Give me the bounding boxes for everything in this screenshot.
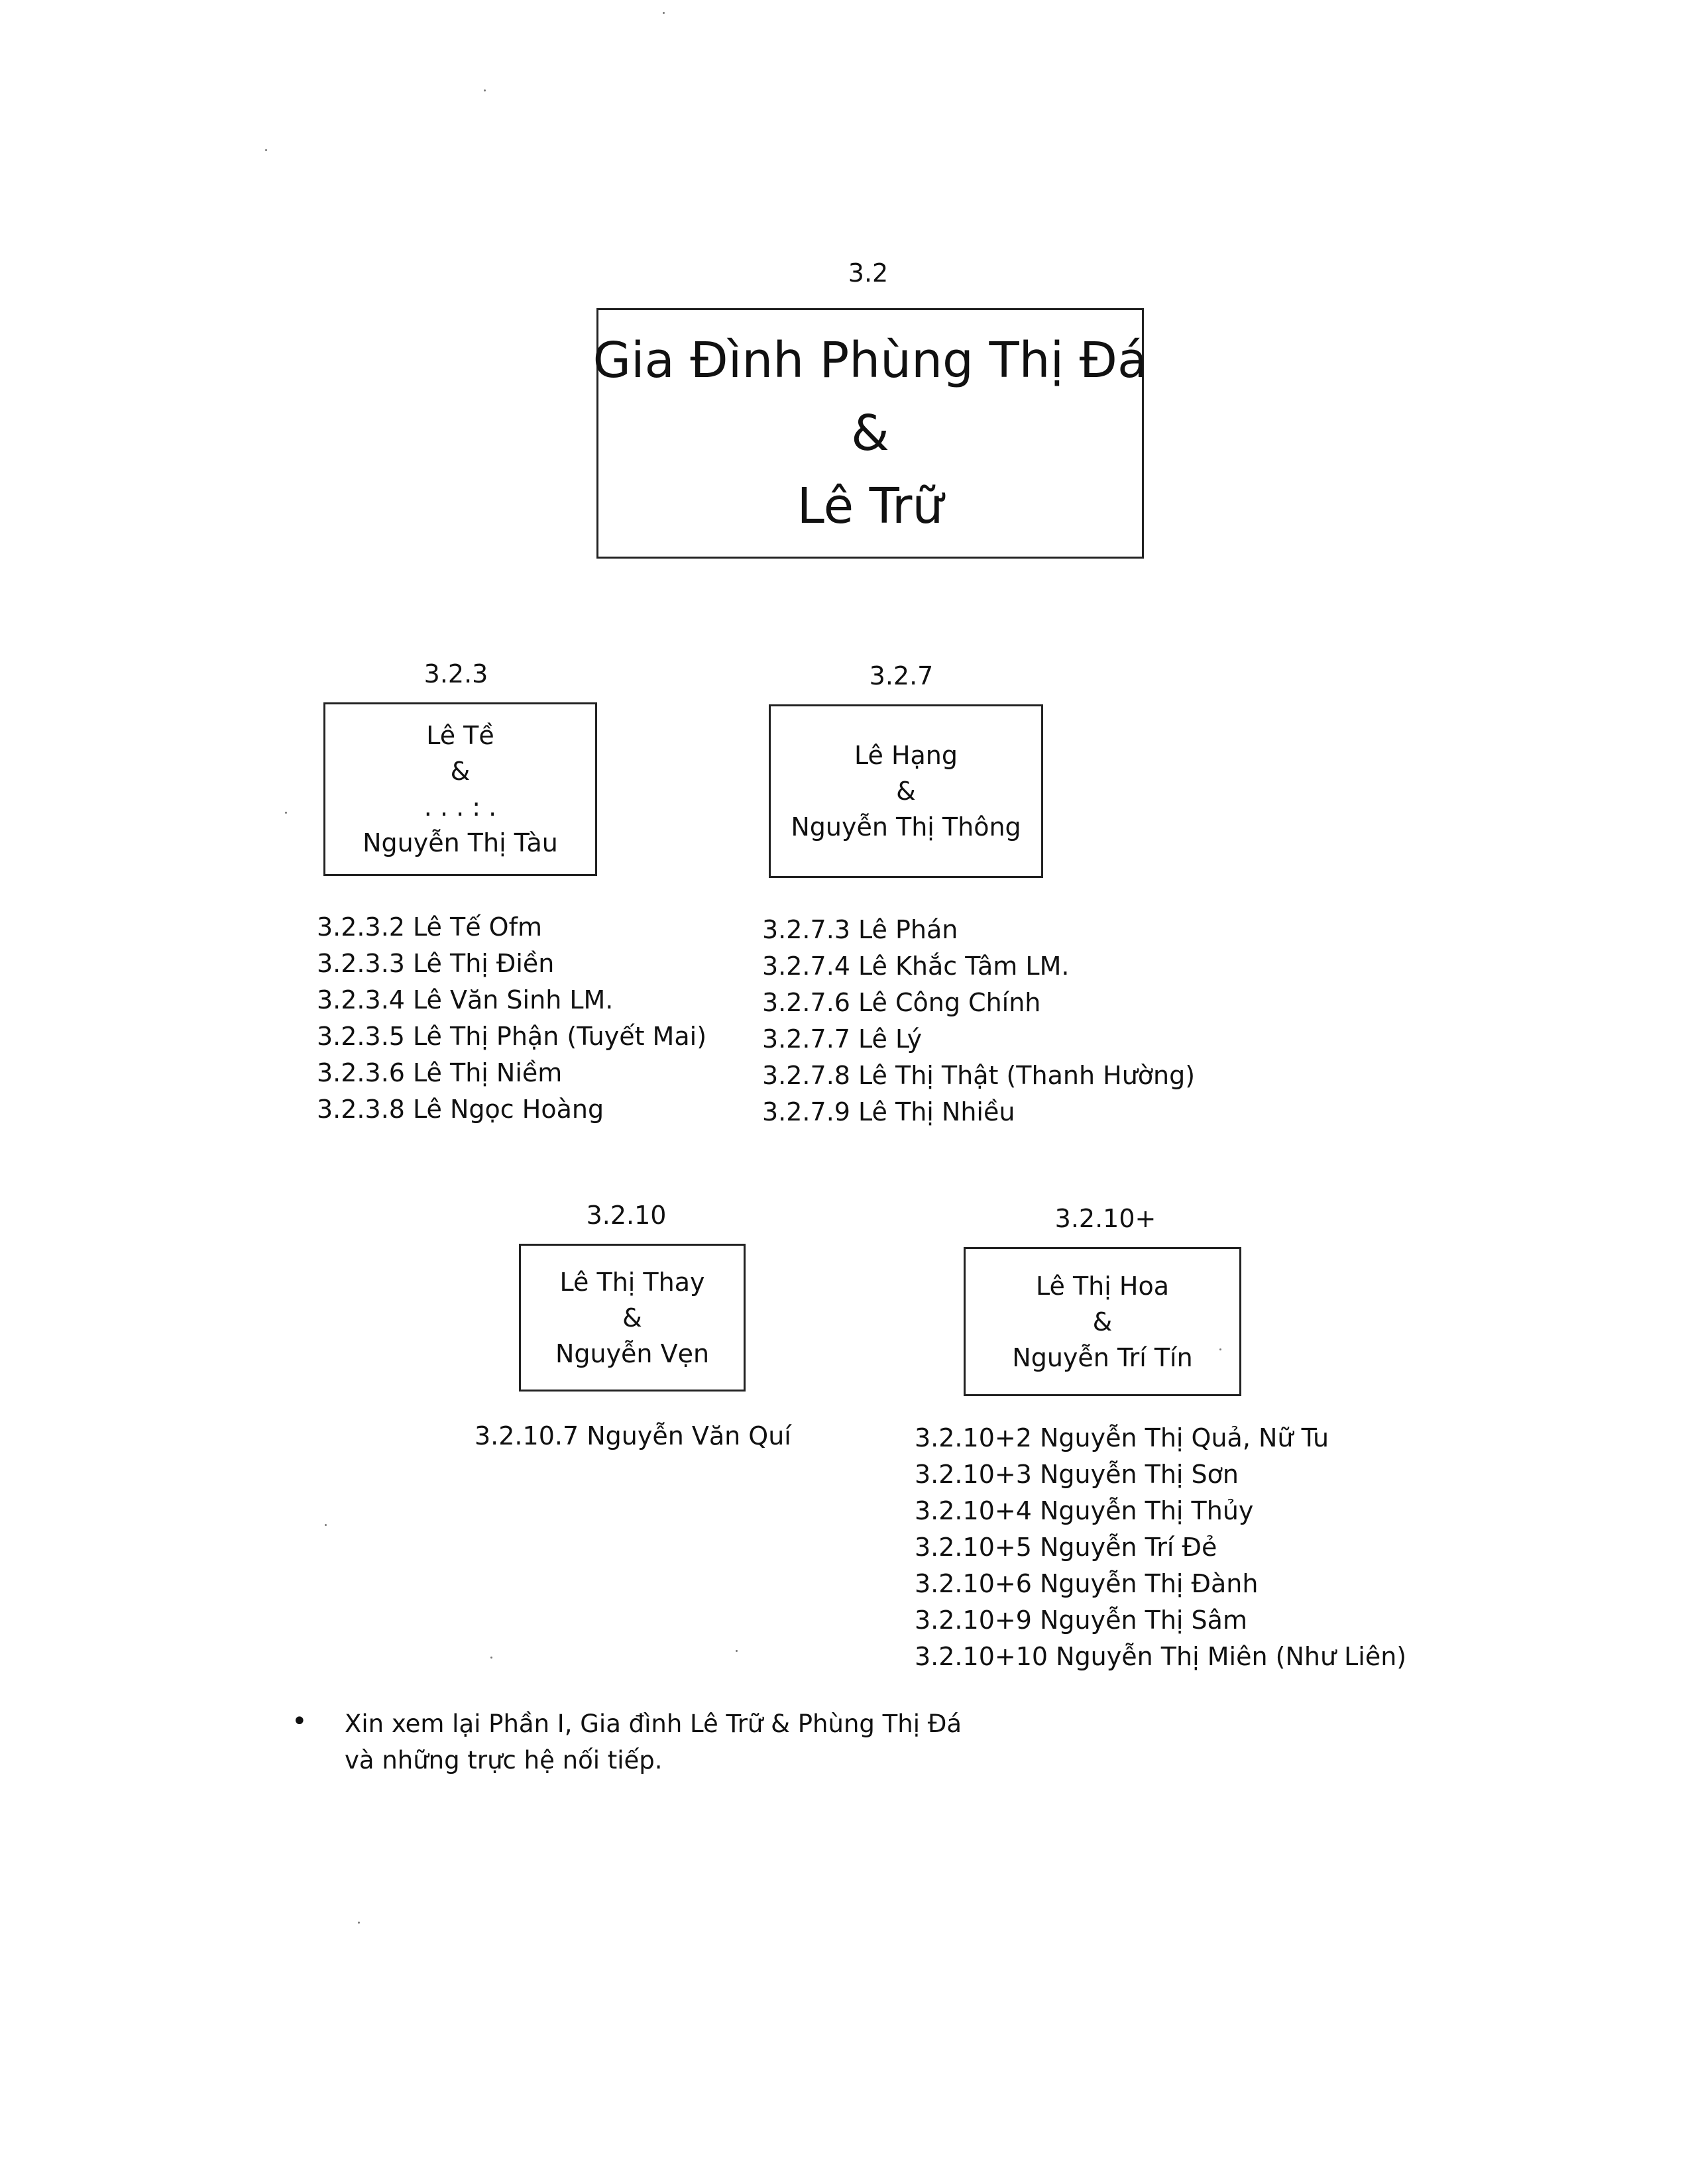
child-entry: 3.2.10+3 Nguyễn Thị Sơn — [915, 1460, 1239, 1489]
main-family-line-3: Lê Trữ — [797, 478, 944, 535]
child-entry: 3.2.10+5 Nguyễn Trí Đẻ — [915, 1533, 1217, 1562]
family-dots: . . . : . — [423, 792, 497, 822]
family-spouse-1: Lê Thị Hoa — [1035, 1271, 1169, 1301]
family-spouse-2: Nguyễn Thị Tàu — [363, 828, 558, 857]
note-bullet: • — [292, 1706, 308, 1737]
note-line-1: Xin xem lại Phần I, Gia đình Lê Trữ & Ph… — [345, 1710, 962, 1738]
child-entry: 3.2.7.8 Lê Thị Thật (Thanh Hường) — [762, 1061, 1196, 1090]
scan-speck — [1219, 1348, 1221, 1350]
child-entry: 3.2.3.5 Lê Thị Phận (Tuyết Mai) — [317, 1022, 707, 1051]
child-entry: 3.2.10+10 Nguyễn Thị Miên (Như Liên) — [915, 1642, 1407, 1671]
child-entry: 3.2.7.6 Lê Công Chính — [762, 988, 1041, 1017]
scan-speck — [325, 1524, 327, 1526]
scan-speck — [358, 1922, 360, 1924]
main-family-line-1: Gia Đình Phùng Thị Đá — [592, 332, 1148, 389]
family-box: Lê Tề & . . . : . Nguyễn Thị Tàu — [323, 702, 597, 876]
family-box: Lê Thị Thay & Nguyễn Vẹn — [519, 1244, 746, 1392]
child-entry: 3.2.3.2 Lê Tế Ofm — [317, 912, 542, 942]
family-spouse-2: Nguyễn Vẹn — [555, 1338, 710, 1368]
note-line-2: và những trực hệ nối tiếp. — [345, 1746, 663, 1774]
children-list: 3.2.7.3 Lê Phán 3.2.7.4 Lê Khắc Tâm LM. … — [762, 912, 1195, 1130]
scan-speck — [490, 1657, 492, 1659]
family-code: 3.2.7 — [869, 661, 934, 690]
main-family-box: Gia Đình Phùng Thị Đá & Lê Trữ — [593, 308, 1147, 559]
family-spouse-1: Lê Hạng — [854, 741, 958, 770]
scan-speck — [663, 12, 665, 14]
family-spouse-2: Nguyễn Trí Tín — [1012, 1342, 1193, 1372]
child-entry: 3.2.7.9 Lê Thị Nhiều — [762, 1097, 1015, 1126]
scan-speck — [265, 149, 267, 151]
children-list: 3.2.10+2 Nguyễn Thị Quả, Nữ Tu 3.2.10+3 … — [915, 1420, 1406, 1675]
child-entry: 3.2.3.4 Lê Văn Sinh LM. — [317, 985, 614, 1014]
child-entry: 3.2.10+4 Nguyễn Thị Thủy — [915, 1496, 1254, 1525]
child-entry: 3.2.10.7 Nguyễn Văn Quí — [475, 1421, 791, 1450]
family-ampersand: & — [622, 1303, 642, 1333]
scan-speck — [285, 812, 287, 814]
family-spouse-1: Lê Tề — [426, 721, 494, 750]
family-code: 3.2.10 — [586, 1201, 667, 1230]
family-code: 3.2.10+ — [1054, 1204, 1156, 1233]
family-code: 3.2.3 — [423, 659, 488, 688]
child-entry: 3.2.7.7 Lê Lý — [762, 1024, 923, 1054]
main-family-code: 3.2 — [848, 258, 889, 288]
family-ampersand: & — [1092, 1307, 1113, 1337]
child-entry: 3.2.10+9 Nguyễn Thị Sâm — [915, 1606, 1247, 1635]
child-entry: 3.2.10+6 Nguyễn Thị Đành — [915, 1569, 1259, 1598]
child-entry: 3.2.10+2 Nguyễn Thị Quả, Nữ Tu — [915, 1423, 1329, 1452]
family-box: Lê Hạng & Nguyễn Thị Thông — [769, 704, 1043, 878]
family-ampersand: & — [450, 757, 471, 786]
child-entry: 3.2.3.6 Lê Thị Niềm — [317, 1058, 563, 1087]
scan-speck — [736, 1650, 738, 1652]
child-entry: 3.2.3.3 Lê Thị Điền — [317, 949, 555, 978]
child-entry: 3.2.7.3 Lê Phán — [762, 915, 958, 944]
main-family-ampersand: & — [851, 405, 889, 462]
child-entry: 3.2.3.8 Lê Ngọc Hoàng — [317, 1095, 604, 1124]
family-box: Lê Thị Hoa & Nguyễn Trí Tín — [964, 1247, 1241, 1396]
children-list: 3.2.10.7 Nguyễn Văn Quí — [475, 1418, 791, 1454]
family-spouse-2: Nguyễn Thị Thông — [791, 812, 1021, 842]
child-entry: 3.2.7.4 Lê Khắc Tâm LM. — [762, 952, 1070, 981]
scan-speck — [484, 89, 486, 91]
children-list: 3.2.3.2 Lê Tế Ofm 3.2.3.3 Lê Thị Điền 3.… — [317, 909, 706, 1128]
family-spouse-1: Lê Thị Thay — [559, 1267, 705, 1297]
family-ampersand: & — [896, 777, 916, 806]
